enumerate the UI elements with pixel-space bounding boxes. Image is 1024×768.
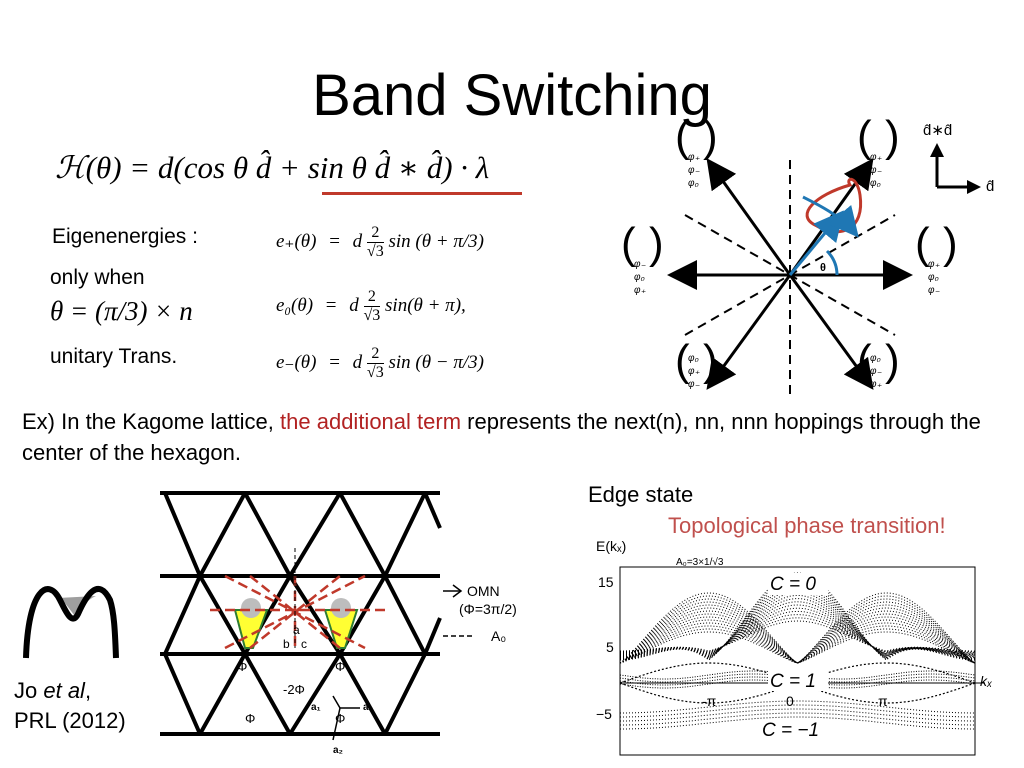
svg-text:φ₊: φ₊ (870, 379, 883, 390)
spinor-top-right: ( ) φ₊ φ₋ φ₀ (857, 115, 900, 189)
only-when-label: only when (50, 266, 145, 289)
svg-text:φ₀: φ₀ (870, 178, 881, 189)
eq-e-plus: e₊(θ) = d 2 √3 sin (θ + π/3) (276, 224, 484, 260)
svg-text:(: ( (675, 336, 690, 385)
theta-condition: θ = (π/3) × n (50, 296, 193, 326)
eq-e-zero: e₀(θ) = d 2 √3 sin(θ + π), (276, 288, 466, 324)
site-labels: a b c (283, 623, 307, 651)
svg-text:C = −1: C = −1 (762, 720, 819, 741)
band-shape-icon (23, 586, 119, 659)
band-structure: 15 5 −5 -π 0 π E(kₓ) kₓ A₀=3×1/√3 C = 0 … (596, 538, 992, 756)
svg-text:b: b (283, 637, 290, 651)
svg-text:φ₋: φ₋ (634, 259, 647, 270)
band-y-label: E(kₓ) (596, 538, 626, 554)
svg-text:Φ: Φ (237, 659, 247, 674)
band-curves (619, 572, 985, 730)
svg-text:5: 5 (606, 639, 614, 655)
spinor-bottom-right: ( ) φ₀ φ₋ φ₊ (857, 336, 900, 390)
axis-y-label: d̂∗d̂ (923, 122, 952, 139)
svg-text:(Φ=3π/2): (Φ=3π/2) (459, 601, 517, 617)
blue-arrows (788, 195, 859, 276)
topological-label: Topological phase transition! (668, 513, 946, 538)
svg-text:15: 15 (598, 574, 614, 590)
svg-text:(: ( (621, 219, 636, 268)
svg-text:φ₀: φ₀ (928, 272, 939, 283)
caption-text: Ex) In the Kagome lattice, the additiona… (22, 409, 981, 465)
svg-text:φ₊: φ₊ (928, 259, 941, 270)
svg-text:φ₊: φ₊ (870, 152, 883, 163)
citation: Jo et al, PRL (2012) (14, 678, 126, 733)
svg-text:a₂: a₂ (333, 745, 343, 756)
svg-text:a₃: a₃ (363, 702, 374, 713)
svg-text:c: c (301, 637, 307, 651)
slide-title: Band Switching (312, 63, 712, 128)
theta-label: θ (820, 262, 826, 274)
svg-text:): ) (885, 115, 900, 161)
band-x-label: kₓ (980, 673, 992, 689)
spinor-bottom-left: ( ) φ₀ φ₊ φ₋ (675, 336, 718, 390)
svg-text:φ₊: φ₊ (634, 285, 647, 296)
svg-text:φ₋: φ₋ (870, 165, 883, 176)
svg-text:φ₊: φ₊ (688, 366, 701, 377)
svg-text:(: ( (675, 115, 690, 161)
svg-text:0: 0 (786, 693, 794, 709)
spinor-left: ( ) φ₋ φ₀ φ₊ (621, 219, 664, 296)
svg-text:φ₊: φ₊ (688, 152, 701, 163)
svg-text:φ₀: φ₀ (870, 353, 881, 364)
kagome-lattice: Φ Φ Φ Φ -2Φ a b c a₁ a₃ a₂ OMN (Φ=3π/2) … (160, 491, 517, 756)
band-x-ticks: -π 0 π (702, 693, 888, 709)
svg-text:): ) (703, 336, 718, 385)
hamiltonian-underline (322, 192, 522, 195)
svg-text:φ₋: φ₋ (688, 379, 701, 390)
svg-text:φ₀: φ₀ (688, 178, 699, 189)
axis-icon: d̂∗d̂ d̂ (923, 122, 994, 195)
hamiltonian-equation: ℋ(θ) = d(cos θ d̂ + sin θ d̂ ∗ d̂) · λ (55, 150, 490, 185)
svg-text:A₀: A₀ (491, 628, 506, 644)
svg-text:Φ: Φ (335, 659, 345, 674)
phi-labels: Φ Φ Φ Φ -2Φ (237, 659, 345, 726)
eq-e-minus: e₋(θ) = d 2 √3 sin (θ − π/3) (276, 345, 484, 381)
vector-diagram: θ d̂∗d̂ d̂ ( ) φ₊ φ₋ φ₀ ( ) φ₊ φ₋ φ₀ ( )… (621, 115, 994, 400)
svg-text:Φ: Φ (245, 711, 255, 726)
lattice-lines (160, 491, 442, 736)
chern-labels: C = 0 C = 1 C = −1 (760, 573, 834, 741)
svg-text:−5: −5 (596, 706, 612, 722)
vec-labels: a₁ a₃ a₂ (311, 702, 374, 756)
svg-text:): ) (885, 336, 900, 385)
band-param-label: A₀=3×1/√3 (676, 556, 724, 568)
svg-text:): ) (943, 219, 958, 268)
eigen-label: Eigenenergies : (52, 225, 198, 248)
svg-text:a: a (293, 623, 300, 637)
band-y-ticks: 15 5 −5 (596, 574, 614, 722)
svg-text:C = 1: C = 1 (770, 671, 816, 692)
svg-text:C = 0: C = 0 (770, 574, 816, 595)
svg-text:φ₋: φ₋ (928, 285, 941, 296)
svg-text:(: ( (857, 115, 872, 161)
svg-text:φ₀: φ₀ (634, 272, 645, 283)
svg-text:(: ( (857, 336, 872, 385)
svg-text:a₁: a₁ (311, 702, 321, 713)
svg-text:OMN: OMN (467, 583, 500, 599)
svg-text:φ₋: φ₋ (688, 165, 701, 176)
svg-text:φ₀: φ₀ (688, 353, 699, 364)
svg-text:(: ( (915, 219, 930, 268)
caption-highlight: the additional term (280, 409, 462, 434)
svg-text:): ) (649, 219, 664, 268)
axis-x-label: d̂ (986, 178, 994, 195)
svg-text:π: π (878, 693, 888, 709)
spinor-right: ( ) φ₊ φ₀ φ₋ (915, 219, 958, 296)
svg-text:-π: -π (702, 693, 717, 709)
svg-text:φ₋: φ₋ (870, 366, 883, 377)
edge-state-label: Edge state (588, 482, 694, 507)
spinor-top-left: ( ) φ₊ φ₋ φ₀ (675, 115, 718, 189)
svg-text:): ) (703, 115, 718, 161)
svg-text:-2Φ: -2Φ (283, 682, 305, 697)
unitary-label: unitary Trans. (50, 345, 178, 368)
svg-text:Φ: Φ (335, 711, 345, 726)
lattice-legend: OMN (Φ=3π/2) A₀ (443, 583, 517, 644)
